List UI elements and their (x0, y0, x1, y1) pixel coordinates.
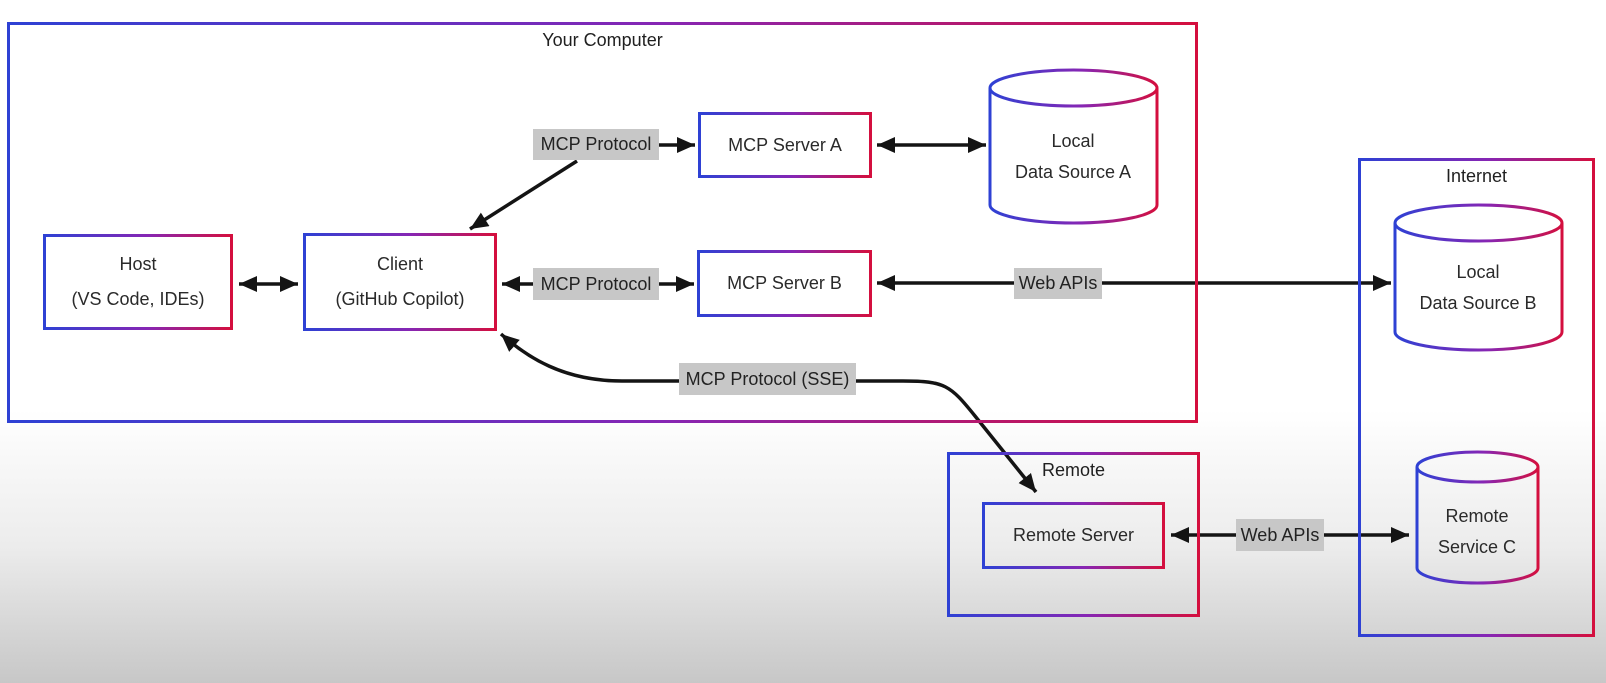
edge-label-mcp-protocol-b: MCP Protocol (533, 268, 659, 300)
remote-service-c-line2: Service C (1437, 537, 1517, 557)
node-client-line2: (GitHub Copilot) (335, 289, 465, 309)
node-client-line1: Client (376, 254, 424, 274)
remote-service-c-line1: Remote (1445, 506, 1509, 526)
node-host-line2: (VS Code, IDEs) (71, 289, 205, 309)
edge-label-web-apis-c: Web APIs (1236, 519, 1324, 551)
local-data-source-b-line2: Data Source B (1419, 293, 1537, 313)
group-remote-title: Remote (1041, 460, 1106, 480)
node-host-line1: Host (119, 254, 157, 274)
node-remote-server-label: Remote Server (1012, 525, 1135, 545)
local-data-source-a-line1: Local (1051, 131, 1095, 151)
node-remote-server: Remote Server (982, 502, 1165, 569)
node-local-data-source-b: Local Data Source B (1378, 257, 1578, 319)
group-internet: Internet (1358, 158, 1595, 637)
local-data-source-a-line2: Data Source A (1014, 162, 1132, 182)
edge-label-mcp-protocol-sse: MCP Protocol (SSE) (679, 363, 856, 395)
node-mcp-server-b-label: MCP Server B (727, 273, 842, 293)
edge-label-web-apis-b: Web APIs (1014, 268, 1102, 299)
node-mcp-server-a: MCP Server A (698, 112, 872, 178)
group-internet-title: Internet (1445, 166, 1508, 186)
node-local-data-source-a: Local Data Source A (973, 126, 1173, 188)
edge-label-mcp-protocol-a: MCP Protocol (533, 129, 659, 160)
node-remote-service-c: Remote Service C (1377, 501, 1577, 563)
node-mcp-server-b: MCP Server B (697, 250, 872, 317)
node-host: Host (VS Code, IDEs) (43, 234, 233, 330)
group-your-computer-title: Your Computer (542, 30, 663, 50)
group-your-computer: Your Computer (7, 22, 1198, 423)
local-data-source-b-line1: Local (1456, 262, 1500, 282)
node-mcp-server-a-label: MCP Server A (728, 134, 842, 155)
node-client: Client (GitHub Copilot) (303, 233, 497, 331)
